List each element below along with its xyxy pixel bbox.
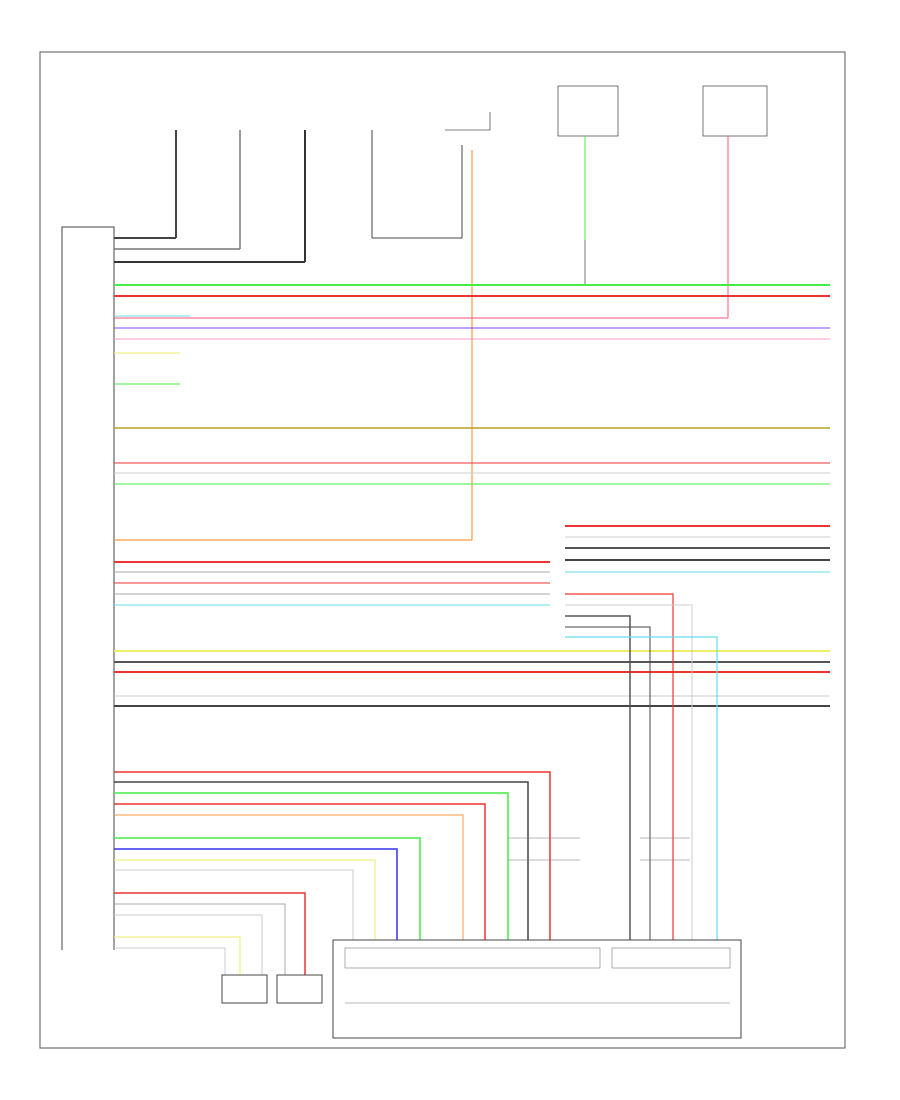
top-devices [114, 112, 491, 541]
junction-mid [565, 525, 830, 940]
speaker-wires [114, 892, 306, 975]
amplifier [332, 939, 742, 1039]
radio-receiver-box [61, 226, 115, 950]
fuse-box-2 [702, 85, 768, 137]
left-speaker [221, 974, 268, 1004]
harness-wires [114, 284, 830, 707]
amplifier-box [332, 939, 742, 1039]
right-speaker [276, 974, 323, 1004]
amplifier-wires [114, 771, 690, 940]
speakers [221, 974, 323, 1004]
fuse-boxes [114, 85, 768, 319]
fuse-box-1 [557, 85, 619, 137]
diagram-border [39, 51, 846, 1049]
